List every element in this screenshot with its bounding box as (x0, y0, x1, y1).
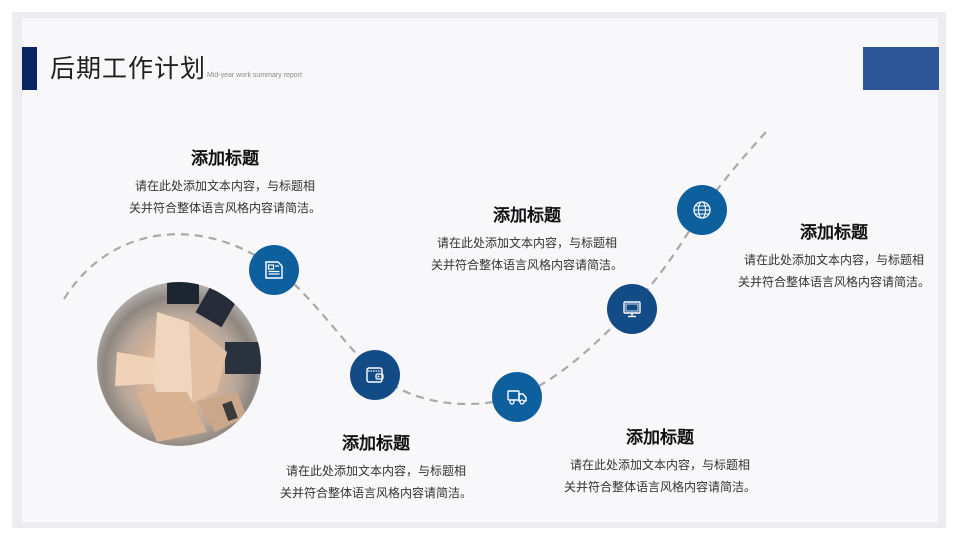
block-title: 添加标题 (342, 434, 410, 453)
timeline-node-1[interactable] (249, 245, 299, 295)
block-title: 添加标题 (493, 206, 561, 225)
timeline-node-4[interactable] (607, 284, 657, 334)
text-block-2: 添加标题 请在此处添加文本内容，与标题相 关并符合整体语言风格内容请简洁。 (422, 201, 632, 276)
block-desc-line-1: 请在此处添加文本内容，与标题相 (134, 179, 315, 193)
team-hands-photo (97, 282, 261, 446)
block-desc-line-2: 关并符合整体语言风格内容请简洁。 (737, 275, 930, 289)
block-desc-line-2: 关并符合整体语言风格内容请简洁。 (563, 480, 756, 494)
corner-accent-block (863, 47, 939, 90)
block-desc-line-1: 请在此处添加文本内容，与标题相 (285, 464, 466, 478)
text-block-1: 添加标题 请在此处添加文本内容，与标题相 关并符合整体语言风格内容请简洁。 (120, 144, 330, 219)
hands-illustration (115, 282, 261, 442)
block-desc-line-1: 请在此处添加文本内容，与标题相 (569, 458, 750, 472)
timeline-node-5[interactable] (677, 185, 727, 235)
block-desc-line-2: 关并符合整体语言风格内容请简洁。 (128, 201, 321, 215)
monitor-icon (623, 301, 641, 318)
globe-icon (693, 201, 711, 219)
block-desc-line-2: 关并符合整体语言风格内容请简洁。 (430, 258, 623, 272)
title-accent-bar (22, 47, 37, 90)
truck-icon (507, 390, 527, 405)
wallet-icon (366, 367, 384, 383)
text-block-4: 添加标题 请在此处添加文本内容，与标题相 关并符合整体语言风格内容请简洁。 (271, 429, 481, 504)
text-block-3: 添加标题 请在此处添加文本内容，与标题相 关并符合整体语言风格内容请简洁。 (729, 218, 939, 293)
block-desc-line-2: 关并符合整体语言风格内容请简洁。 (279, 486, 472, 500)
document-icon (265, 261, 283, 279)
timeline-node-2[interactable] (350, 350, 400, 400)
block-title: 添加标题 (191, 149, 259, 168)
page-title: 后期工作计划 (50, 55, 207, 83)
block-desc-line-1: 请在此处添加文本内容，与标题相 (743, 253, 924, 267)
block-title: 添加标题 (800, 223, 868, 242)
text-block-5: 添加标题 请在此处添加文本内容，与标题相 关并符合整体语言风格内容请简洁。 (555, 423, 765, 498)
timeline-node-3[interactable] (492, 372, 542, 422)
block-title: 添加标题 (626, 428, 694, 447)
page-subtitle: Mid-year work summary report (207, 72, 302, 79)
block-desc-line-1: 请在此处添加文本内容，与标题相 (436, 236, 617, 250)
